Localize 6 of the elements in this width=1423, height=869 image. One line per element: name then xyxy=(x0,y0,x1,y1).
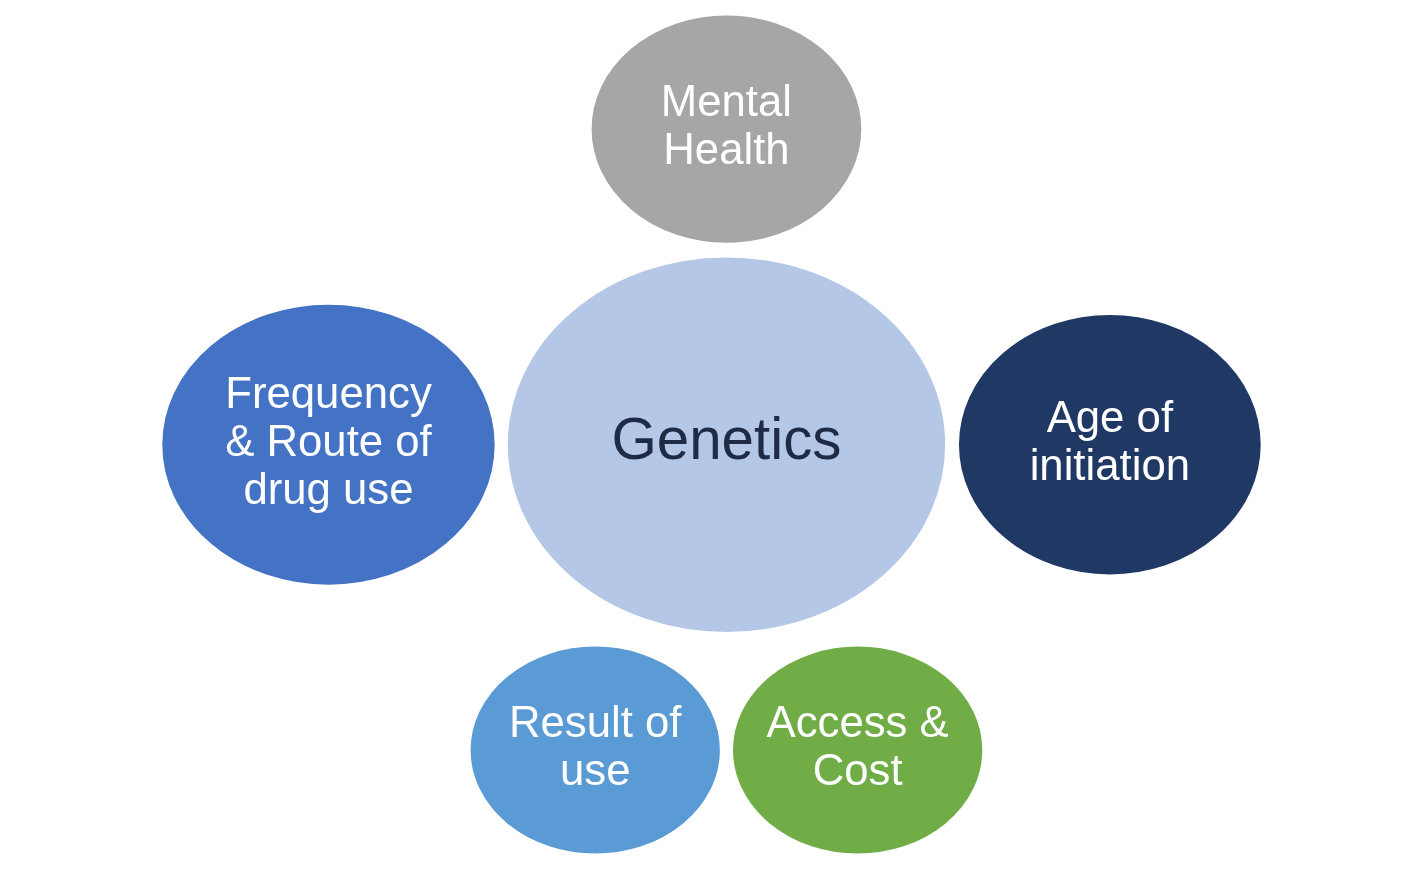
node-ellipse: Frequency & Route of drug use xyxy=(159,301,498,588)
node-ellipse: Genetics xyxy=(504,254,948,635)
node-ellipse: Mental Health xyxy=(588,12,865,246)
node-ellipse: Result of use xyxy=(467,643,723,857)
node-ellipse: Access & Cost xyxy=(730,643,986,857)
node-ellipse: Age of initiation xyxy=(956,312,1264,578)
